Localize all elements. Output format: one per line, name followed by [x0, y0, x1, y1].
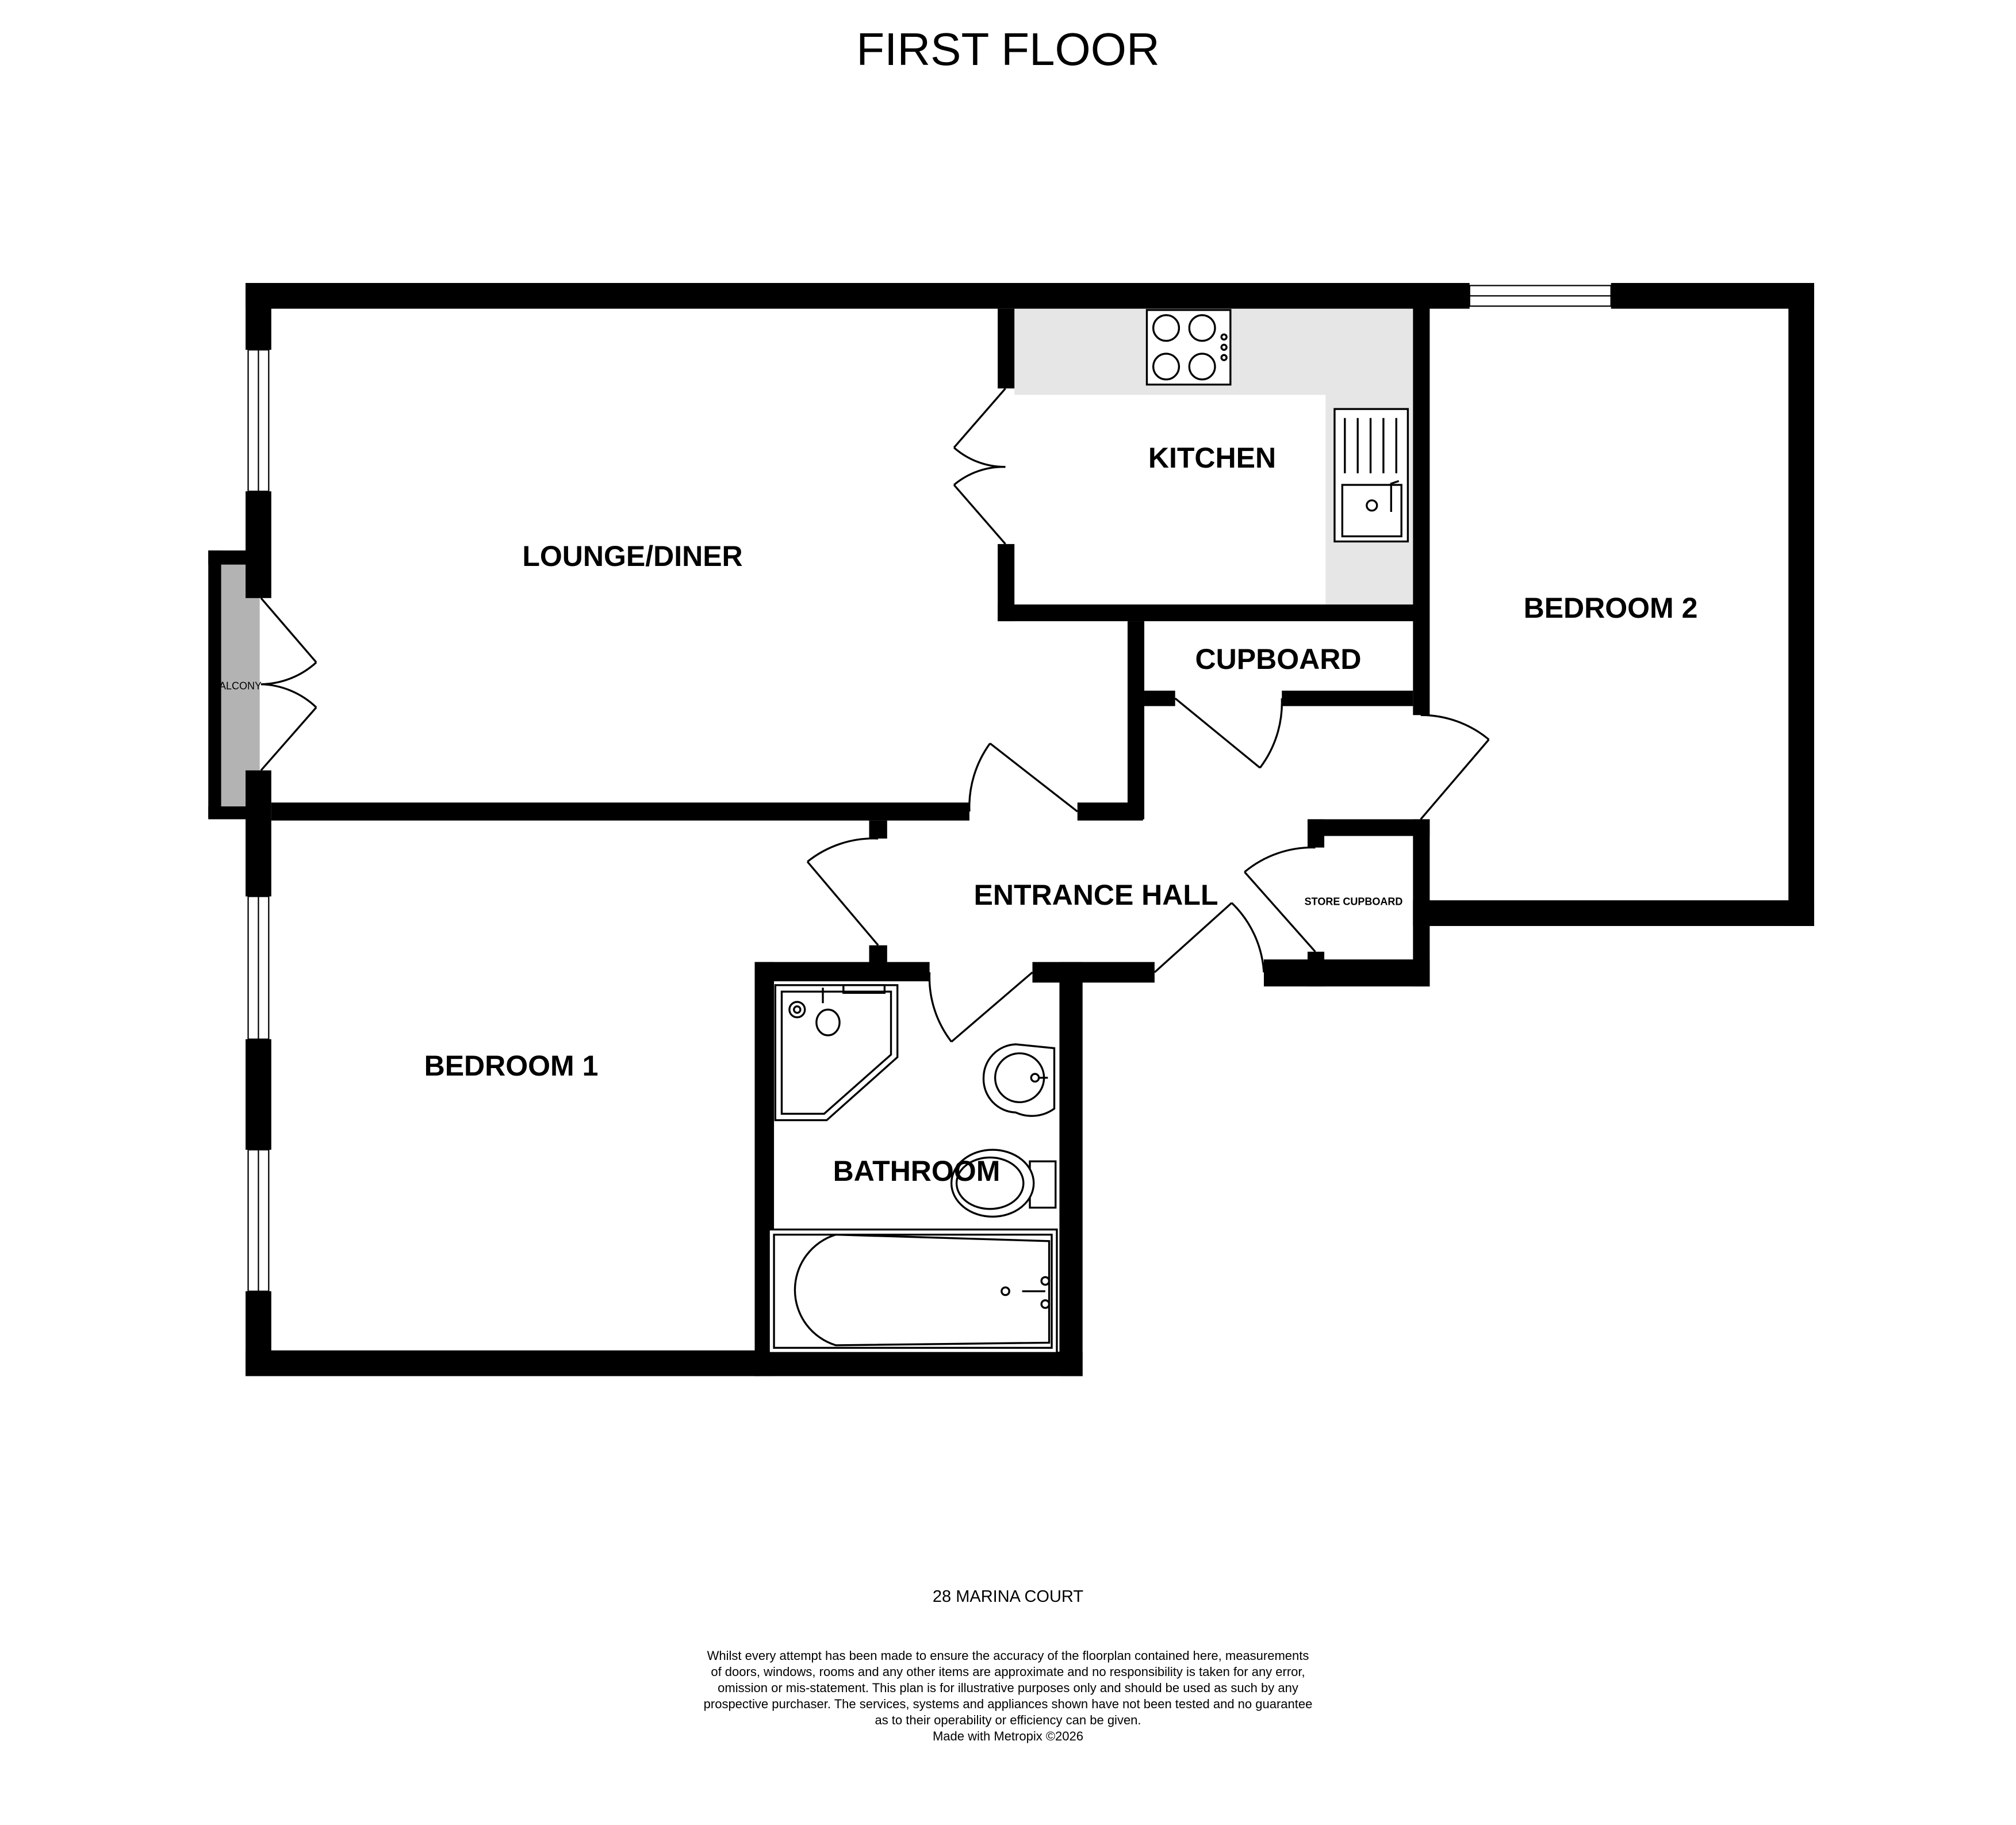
- toilet-icon: [950, 1149, 1057, 1218]
- room-label-entrance-hall: ENTRANCE HALL: [973, 879, 1218, 911]
- room-label-bedroom2: BEDROOM 2: [1523, 592, 1698, 624]
- disclaimer-line: of doors, windows, rooms and any other i…: [711, 1665, 1305, 1679]
- room-label-bedroom1: BEDROOM 1: [424, 1050, 599, 1082]
- hob-icon: [1145, 309, 1232, 386]
- washbasin-icon: [982, 1043, 1056, 1117]
- disclaimer: Whilst every attempt has been made to en…: [634, 1648, 1382, 1744]
- room-label-balcony: BALCONY: [212, 680, 262, 692]
- windows: [247, 285, 1612, 1292]
- room-label-cupboard: CUPBOARD: [1195, 643, 1362, 675]
- walls: [208, 282, 1814, 1376]
- room-label-kitchen: KITCHEN: [1148, 442, 1277, 474]
- room-label-lounge: LOUNGE/DINER: [522, 540, 743, 572]
- room-label-bathroom: BATHROOM: [833, 1155, 1001, 1187]
- kitchen-sink-icon: [1333, 408, 1409, 543]
- disclaimer-line: omission or mis-statement. This plan is …: [718, 1681, 1298, 1695]
- disclaimer-line: Whilst every attempt has been made to en…: [707, 1648, 1309, 1663]
- disclaimer-line: prospective purchaser. The services, sys…: [703, 1697, 1313, 1711]
- kitchen-worktop: [1014, 308, 1413, 607]
- bath-icon: [768, 1228, 1058, 1354]
- balcony-fill: [220, 564, 260, 808]
- floor-title: FIRST FLOOR: [856, 24, 1160, 75]
- disclaimer-line: Made with Metropix ©2026: [932, 1729, 1083, 1743]
- disclaimer-line: as to their operability or efficiency ca…: [875, 1713, 1141, 1727]
- property-address: 28 MARINA COURT: [932, 1587, 1084, 1606]
- room-label-store-cupboard: STORE CUPBOARD: [1304, 896, 1403, 908]
- doors: [260, 388, 1490, 1043]
- floor-fills: [220, 308, 1413, 808]
- shower-icon: [774, 984, 899, 1122]
